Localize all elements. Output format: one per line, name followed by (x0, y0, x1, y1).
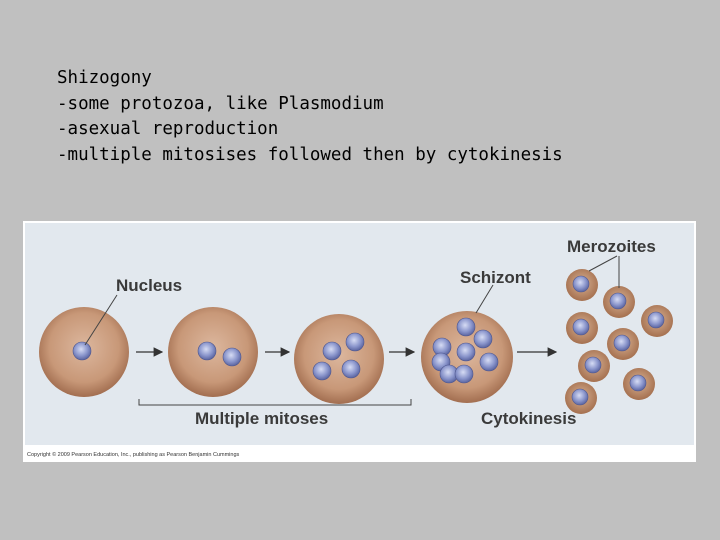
label-schizont: Schizont (460, 268, 531, 287)
schizogony-diagram: Nucleus Schizont Merozoites Multiple mit… (27, 237, 673, 458)
cell-stage-2 (168, 307, 258, 397)
nucleus-2a (197, 341, 217, 361)
nucleus-3b (345, 332, 365, 352)
merozoites-group (565, 269, 673, 414)
merozoite (578, 350, 610, 382)
cell-stage-3 (294, 314, 384, 404)
copyright-credit: Copyright © 2009 Pearson Education, Inc.… (27, 451, 240, 458)
schizogony-figure: Nucleus Schizont Merozoites Multiple mit… (23, 221, 696, 462)
pointer-lines (84, 255, 620, 346)
nucleus-3c (312, 361, 332, 381)
nucleus-2b (222, 347, 242, 367)
merozoite (566, 269, 598, 301)
cell-stage-1 (39, 307, 129, 397)
merozoite (565, 382, 597, 414)
bullet-3: -multiple mitosises followed then by cyt… (57, 144, 563, 165)
label-nucleus: Nucleus (116, 276, 182, 295)
label-merozoites: Merozoites (567, 237, 656, 256)
merozoite (607, 328, 639, 360)
bullet-2: -asexual reproduction (57, 119, 279, 139)
merozoite (641, 305, 673, 337)
nucleus-3d (341, 359, 361, 379)
label-cytokinesis: Cytokinesis (481, 409, 576, 428)
nucleus-1 (72, 341, 92, 361)
mitoses-bracket (138, 399, 412, 406)
schizont-cell (421, 311, 513, 403)
merozoite (603, 286, 635, 318)
merozoite (623, 368, 655, 400)
nucleus-3a (322, 341, 342, 361)
slide-title: Shizogony (57, 68, 152, 88)
label-multiple-mitoses: Multiple mitoses (195, 409, 328, 428)
slide-text: Shizogony -some protozoa, like Plasmodiu… (57, 66, 563, 168)
bullet-1: -some protozoa, like Plasmodium (57, 93, 384, 114)
merozoite (566, 312, 598, 344)
